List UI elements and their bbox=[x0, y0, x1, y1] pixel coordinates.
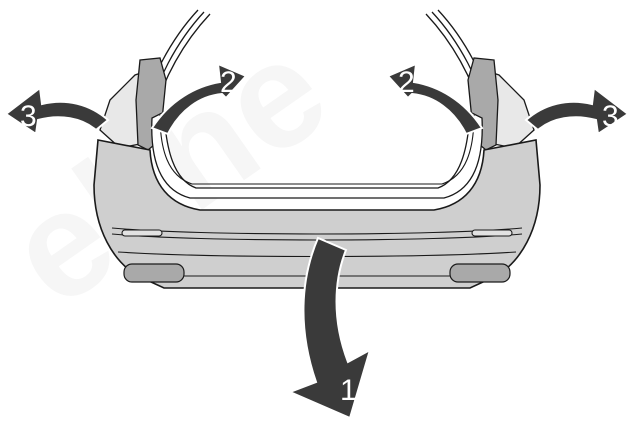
label-step-3-right: 3 bbox=[602, 100, 619, 133]
label-step-2-right: 2 bbox=[398, 66, 415, 99]
label-step-1: 1 bbox=[340, 374, 357, 407]
label-step-2-left: 2 bbox=[220, 66, 237, 99]
label-step-3-left: 3 bbox=[20, 100, 37, 133]
